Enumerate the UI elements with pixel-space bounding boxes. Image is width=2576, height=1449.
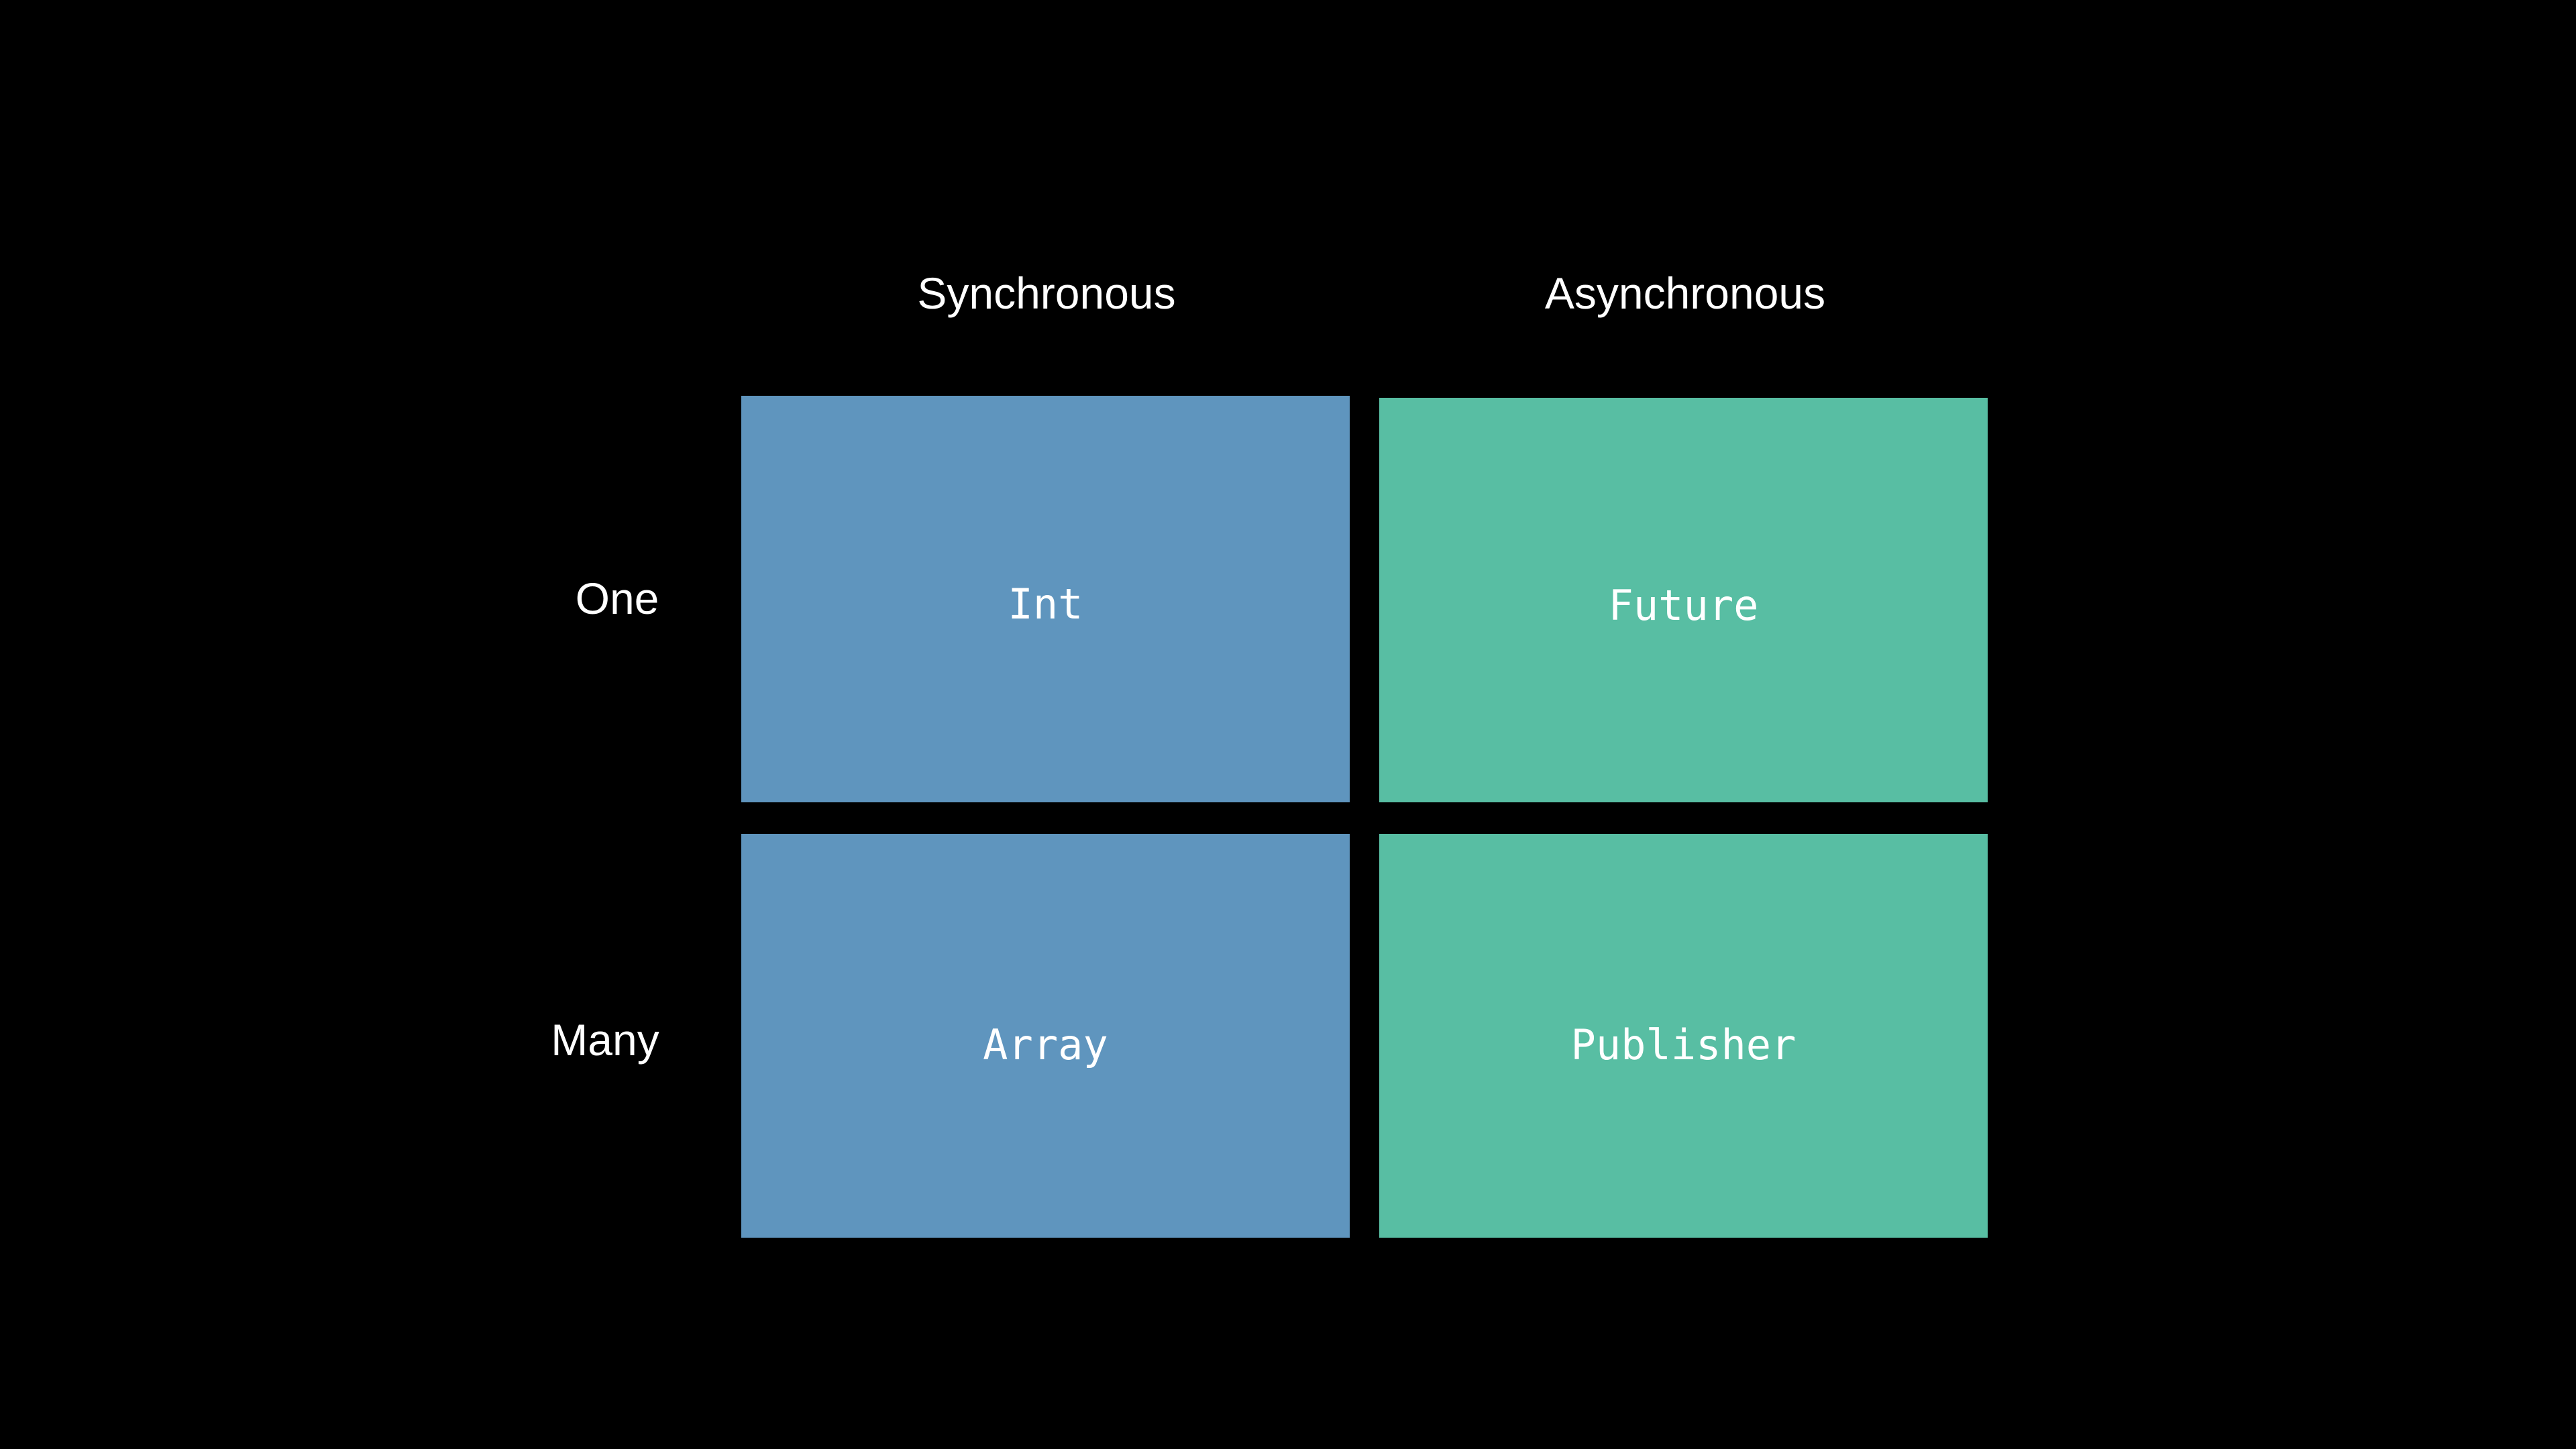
matrix-cell-asynchronous-one[interactable]: Future — [1379, 398, 1988, 802]
matrix-cell-synchronous-many[interactable]: Array — [741, 834, 1350, 1238]
matrix-cell-synchronous-one[interactable]: Int — [741, 396, 1350, 802]
row-header-one: One — [575, 574, 659, 623]
matrix-cell-asynchronous-many[interactable]: Publisher — [1379, 834, 1988, 1238]
column-header-asynchronous: Asynchronous — [1544, 268, 1826, 318]
matrix-cell-label-array: Array — [983, 1020, 1108, 1069]
matrix-cell-label-int: Int — [1008, 580, 1083, 629]
matrix-cell-label-publisher: Publisher — [1570, 1020, 1796, 1069]
column-header-synchronous: Synchronous — [917, 268, 1176, 318]
matrix-cell-label-future: Future — [1608, 580, 1759, 630]
row-header-many: Many — [551, 1015, 659, 1065]
